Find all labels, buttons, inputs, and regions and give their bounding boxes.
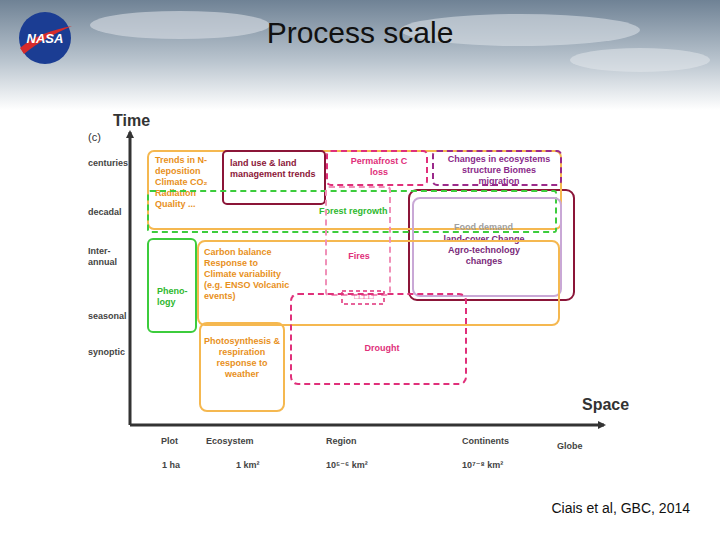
- figure-caption: Ciais et al, GBC, 2014: [480, 500, 690, 516]
- box-label: Permafrost C loss: [344, 156, 414, 178]
- box-label: Carbon balance Response to Climate varia…: [204, 247, 292, 302]
- box-label: land-cover Change Agro-technology change…: [434, 234, 534, 267]
- box-label: Changes in ecosystems structure Biomes m…: [444, 154, 554, 187]
- earth-banner: [0, 0, 720, 110]
- space-scale: Region: [326, 436, 376, 447]
- fires-box: Fires: [325, 186, 391, 296]
- axis-title: Space: [582, 395, 642, 414]
- box-label: Pheno- logy: [157, 286, 193, 308]
- area-value: 10⁷⁻⁸ km²: [462, 460, 522, 471]
- box-label: Trends in N-deposition Climate CO₂ Radia…: [155, 155, 225, 210]
- space-scale: Continents: [462, 436, 522, 447]
- time-scale: decadal: [88, 207, 130, 218]
- photosynthesis-box: Photosynthesis & respiration response to…: [199, 322, 285, 412]
- box-label: land use & land management trends: [230, 158, 318, 180]
- panel-letter: (c): [88, 131, 118, 144]
- phenology-box: Pheno- logy: [147, 238, 197, 333]
- land-cover-box: Food demandland-cover Change Agro-techno…: [412, 197, 562, 297]
- nasa-swoosh: [20, 26, 72, 54]
- area-value: 1 ha: [162, 460, 202, 471]
- placeholder-glyphs: □□□□: [344, 292, 384, 302]
- box-label: Food demand: [454, 222, 534, 233]
- space-axis: [130, 424, 604, 427]
- figure-panel: [75, 112, 655, 475]
- space-scale: Plot: [161, 436, 201, 447]
- logo-text: NASA: [22, 31, 68, 47]
- area-value: 1 km²: [236, 460, 276, 471]
- land-use-box: land use & land management trends: [222, 150, 326, 205]
- time-axis: [129, 132, 132, 425]
- time-scale: seasonal: [88, 311, 130, 322]
- cloud: [570, 48, 710, 72]
- nasa-logo: [19, 12, 71, 64]
- drought-box: Drought: [290, 293, 467, 385]
- carbon-balance-box: Carbon balance Response to Climate varia…: [197, 240, 560, 326]
- space-scale: Ecosystem: [206, 436, 266, 447]
- area-value: 10⁵⁻⁶ km²: [326, 460, 386, 471]
- land-cover-outline: [409, 190, 574, 300]
- ecosystem-structure-box: Changes in ecosystems structure Biomes m…: [432, 150, 562, 186]
- space-scale: Globe: [557, 441, 597, 452]
- axis-title: Time: [113, 111, 163, 130]
- time-scale: synoptic: [88, 347, 130, 358]
- box-label: Forest regrowth: [319, 206, 409, 217]
- box-label: Drought: [352, 343, 412, 354]
- time-scale: Inter- annual: [88, 246, 124, 268]
- cloud: [90, 11, 270, 39]
- box-label: Photosynthesis & respiration response to…: [204, 336, 280, 380]
- box-label: Fires: [332, 251, 386, 262]
- slide-title: Process scale: [0, 16, 720, 50]
- time-scale: centuries: [88, 158, 130, 169]
- permafrost-box: Permafrost C loss: [326, 150, 428, 186]
